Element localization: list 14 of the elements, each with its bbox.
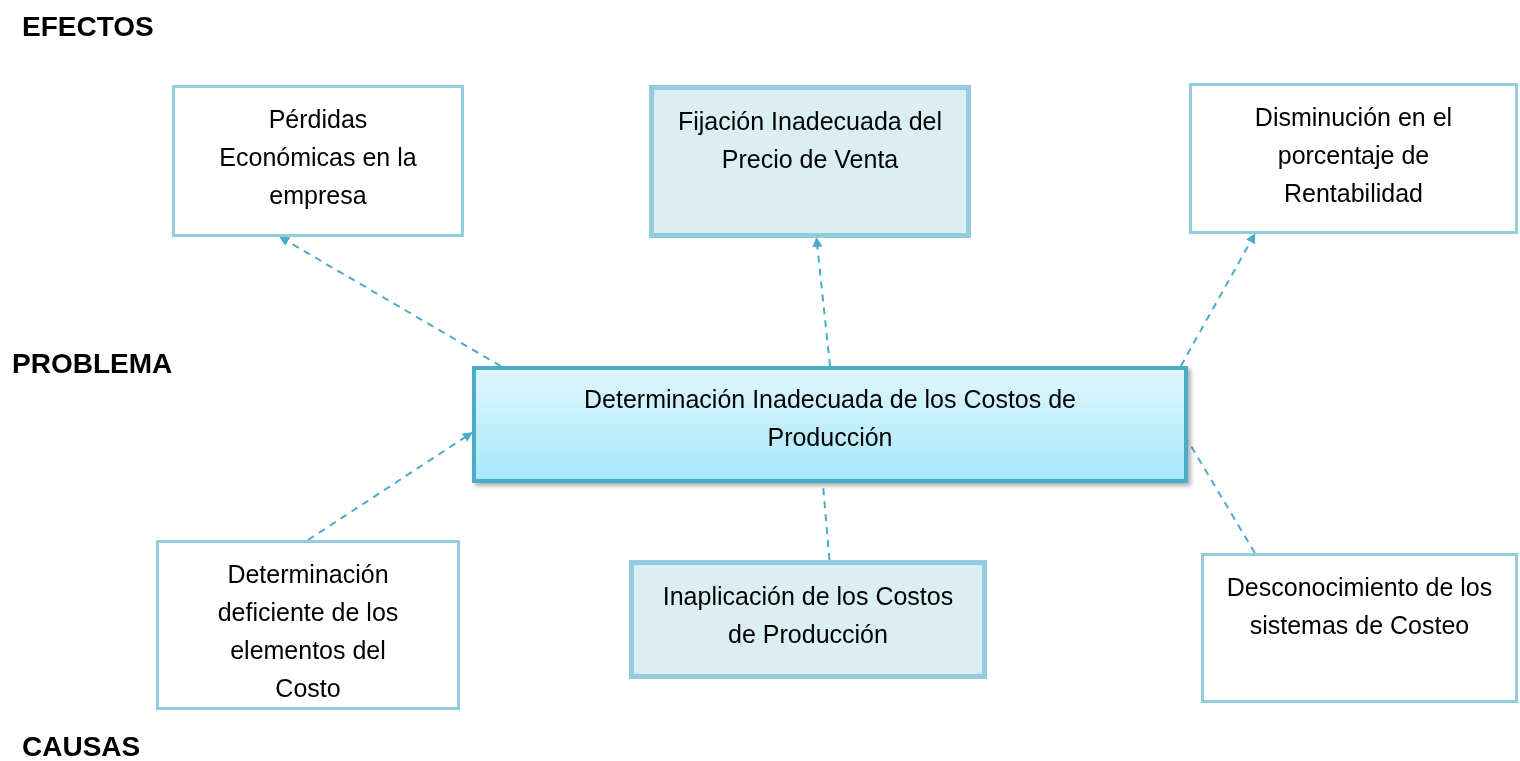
section-heading: PROBLEMA: [12, 347, 173, 381]
section-heading: CAUSAS: [22, 730, 141, 761]
arrow: [1179, 233, 1256, 367]
text-box: Fijación Inadecuada del Precio de Venta: [649, 85, 971, 238]
section-heading: EFECTOS: [22, 10, 154, 44]
text-box: Inaplicación de los Costos de Producción: [629, 560, 987, 679]
arrow: [279, 236, 502, 367]
text-box: Desconocimiento de los sistemas de Costeo: [1201, 553, 1518, 703]
text-box: Determinación deficiente de los elementos del Costo: [156, 540, 460, 710]
problem-box: Determinación Inadecuada de los Costos de Producción: [472, 366, 1188, 483]
arrow: [812, 237, 831, 367]
text-box: Disminución en el porcentaje de Rentabilidad: [1189, 83, 1518, 234]
arrow: [307, 431, 473, 541]
text-box: Pérdidas Económicas en la empresa: [172, 85, 464, 237]
